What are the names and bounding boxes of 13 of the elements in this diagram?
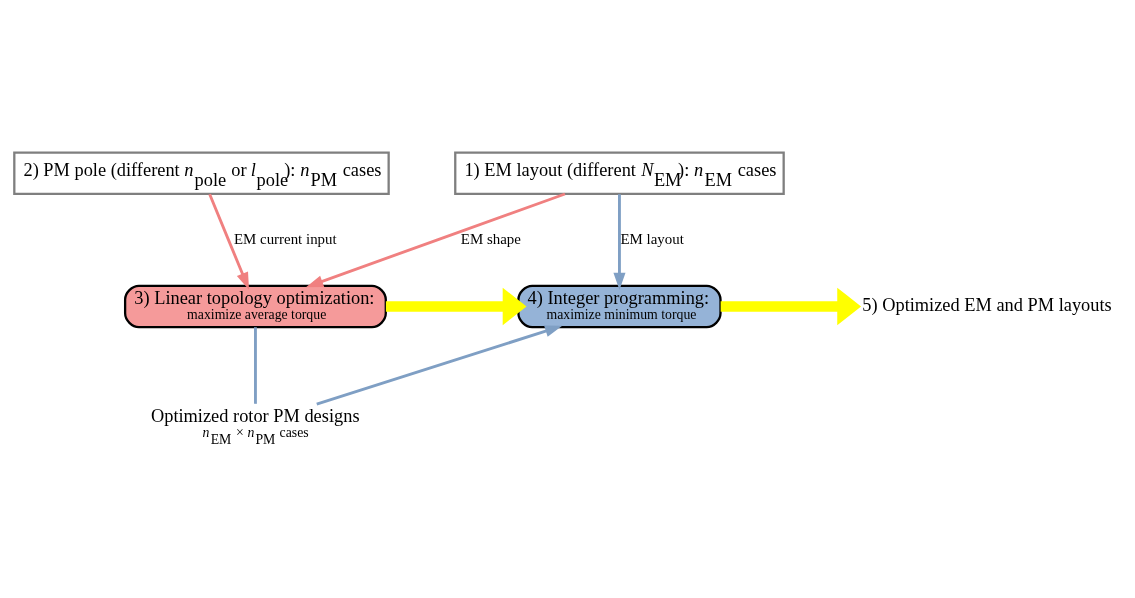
arrow — [316, 325, 563, 406]
arrow — [305, 192, 566, 288]
node-box: 3) Linear topology optimization: maximize average torque — [123, 284, 387, 329]
node-box: 4) Integer programming: maximize minimum torque — [517, 284, 722, 329]
arrow — [613, 194, 626, 291]
arrow — [720, 287, 862, 326]
connector — [254, 327, 257, 404]
arrow — [208, 193, 249, 290]
arrow — [385, 287, 527, 326]
edge-label: EM shape — [460, 230, 521, 247]
node-text: 5) Optimized EM and PM layouts — [862, 294, 1112, 315]
edge-label: EM layout — [620, 230, 684, 247]
edge-label: EM current input — [233, 230, 337, 247]
